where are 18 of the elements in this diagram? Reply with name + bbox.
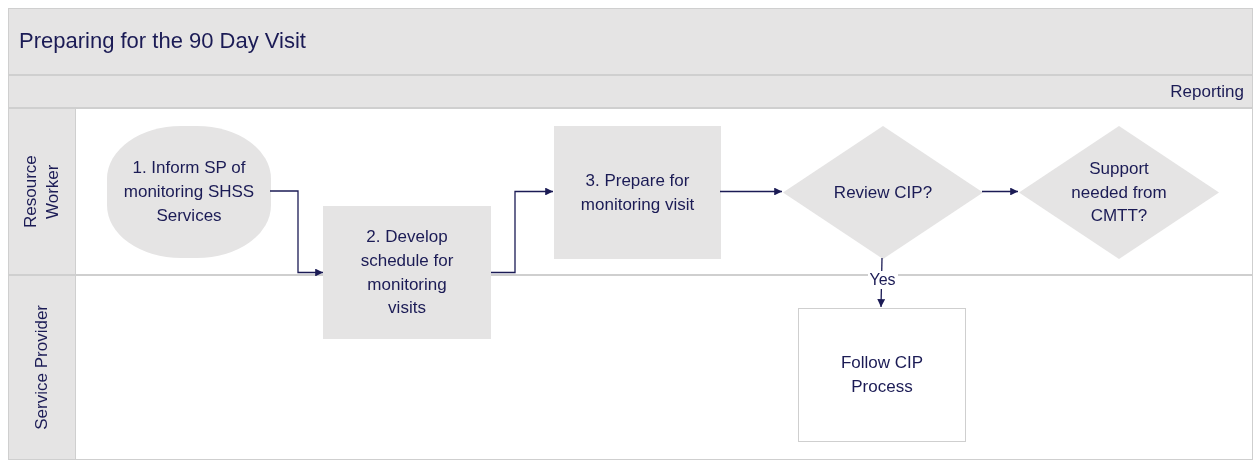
band-label: Preparing for the 90 Day Visit [19,27,306,56]
swimlane [8,275,1253,460]
arrow [981,187,1019,196]
phase-label: Reporting [1170,80,1244,103]
arrow [490,187,554,274]
decision-diamond: Support needed from CMTT? [1019,126,1219,259]
process-box: 2. Develop schedule for monitoring visits [323,206,491,339]
phase-band [8,75,1253,108]
process-terminator: 1. Inform SP of monitoring SHSS Services [107,126,271,258]
decision-diamond: Review CIP? [783,126,983,259]
title-band [8,8,1253,75]
lane-label: Resource Worker [19,154,63,230]
edge-label: Yes [867,270,898,289]
arrow [719,187,783,196]
arrow [269,190,324,277]
process-box: Follow CIP Process [798,308,966,442]
process-box: 3. Prepare for monitoring visit [554,126,721,259]
lane-label: Service Provider [30,305,52,430]
